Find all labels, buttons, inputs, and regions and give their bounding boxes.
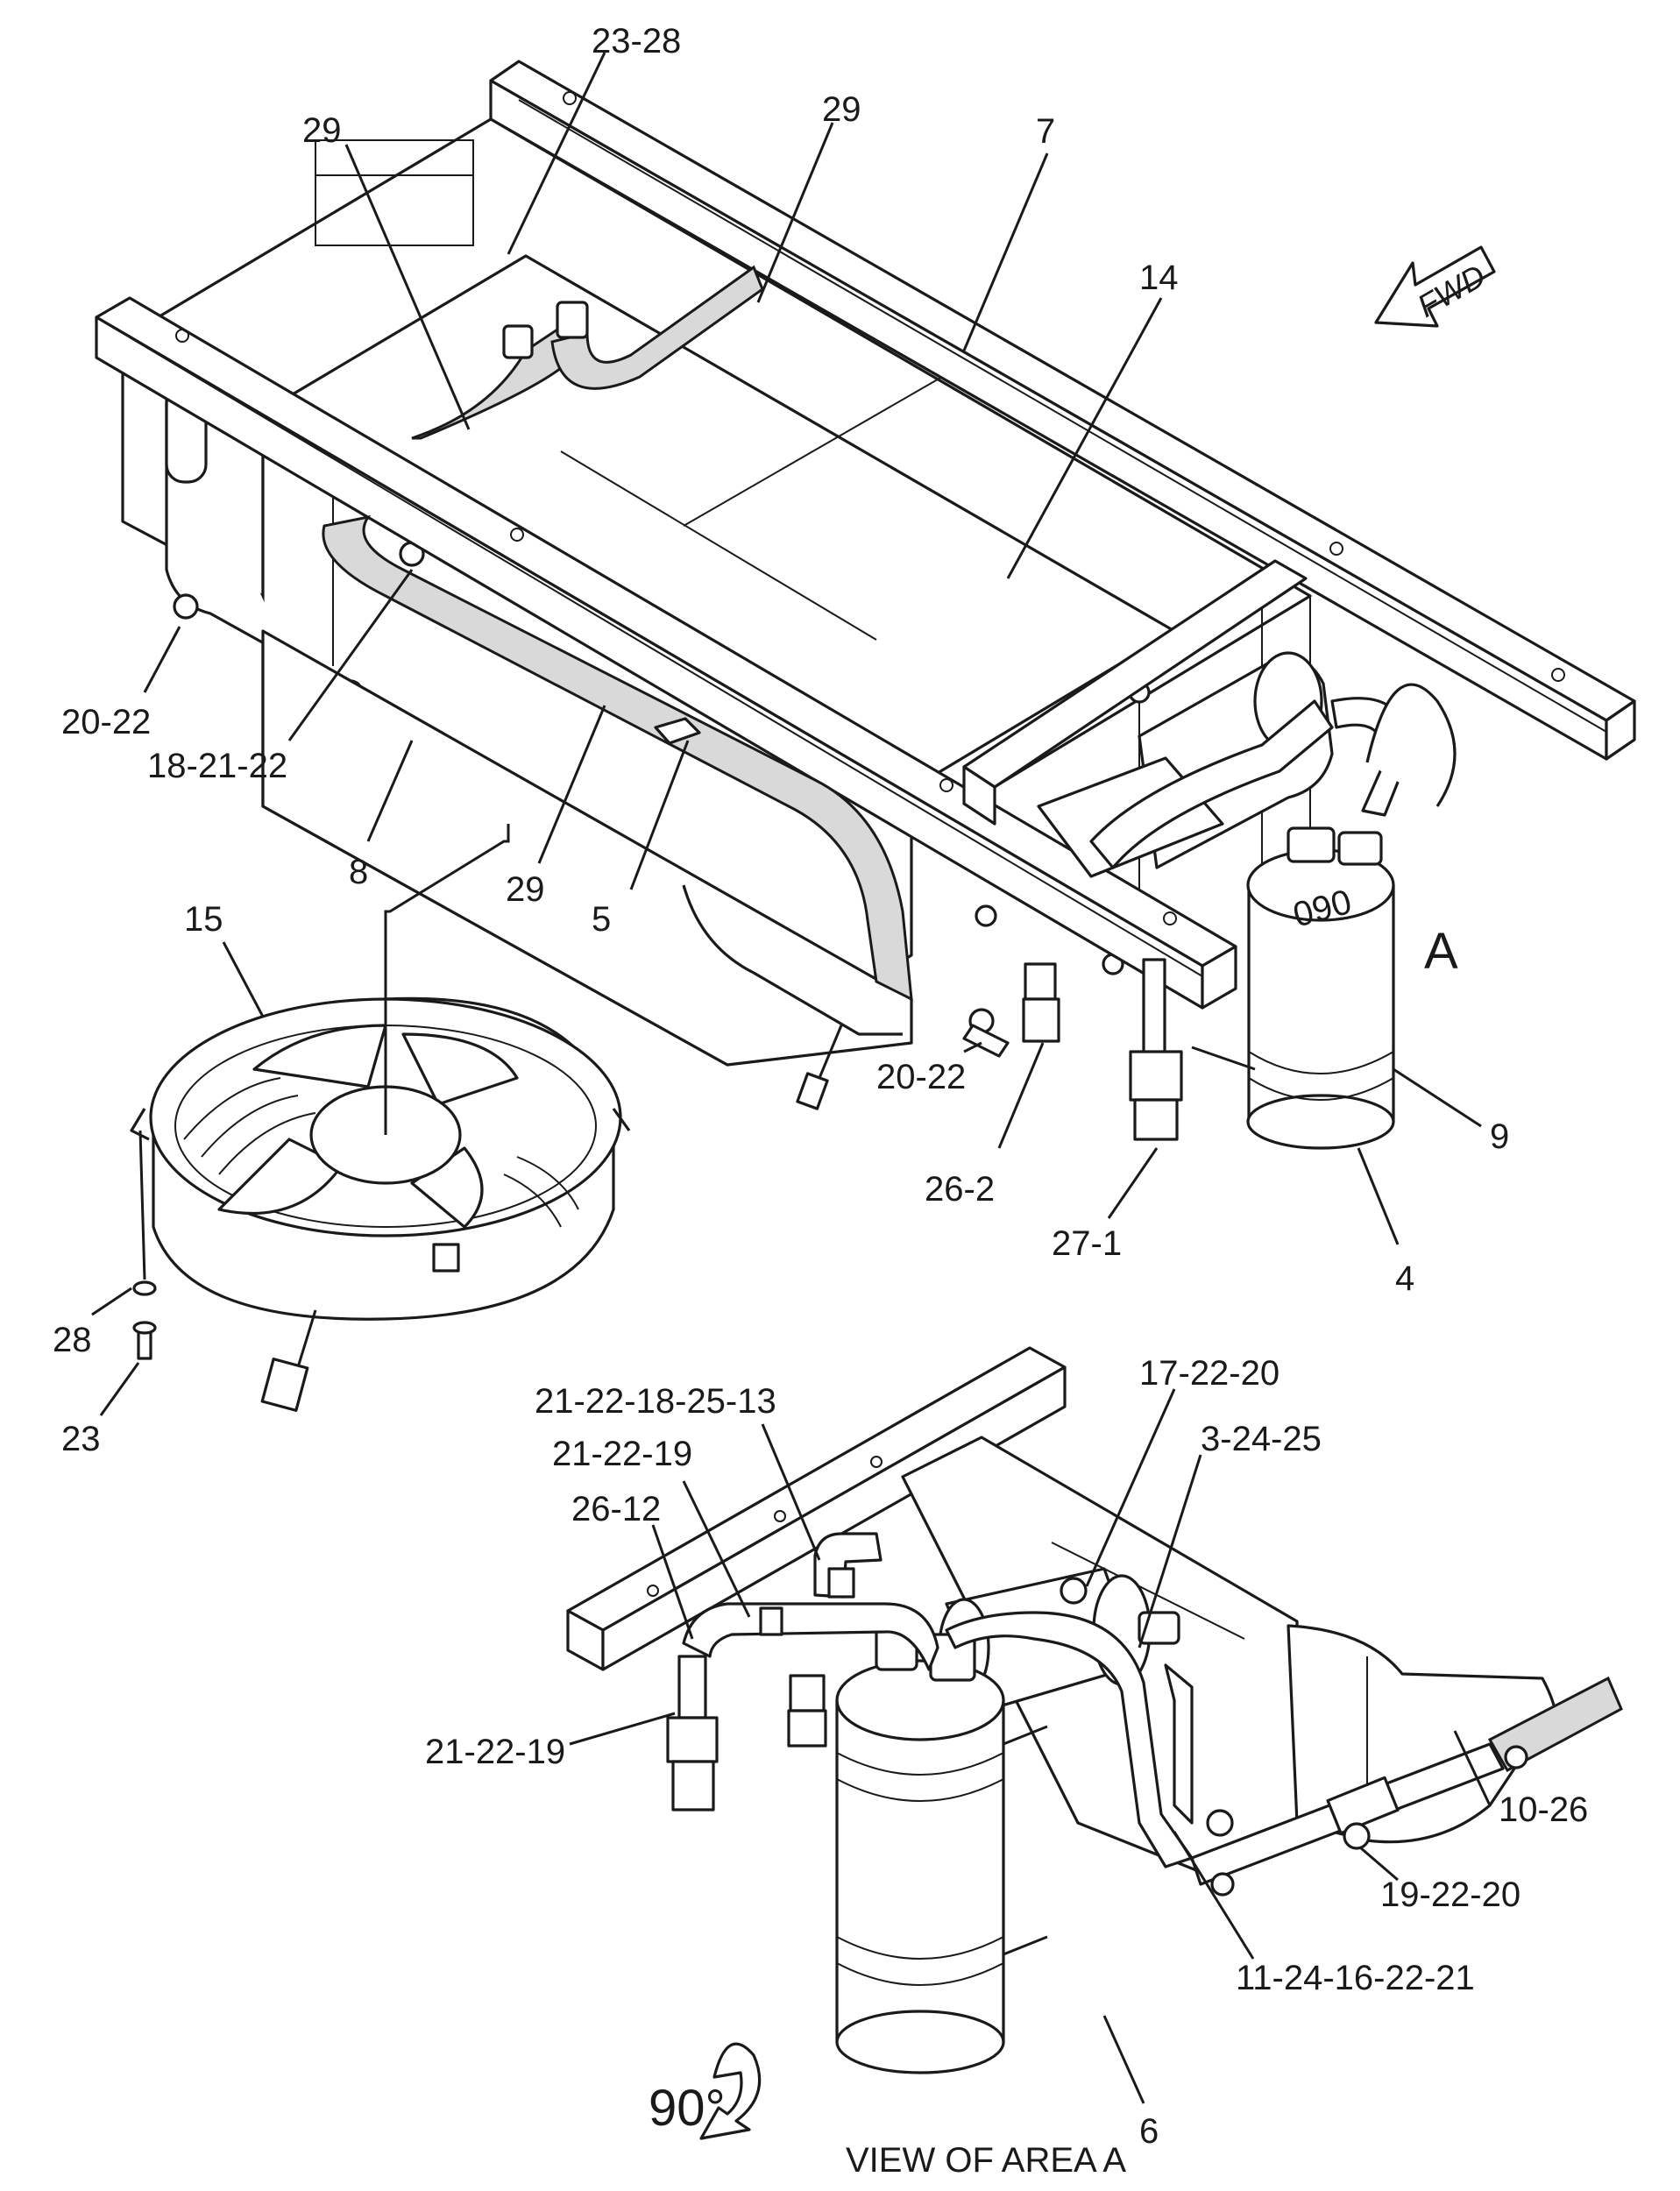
- callout-18-21-22: 18-21-22: [147, 747, 287, 785]
- callout-7: 7: [1036, 112, 1055, 151]
- callout-6: 6: [1139, 2112, 1159, 2151]
- drier-cylinder: 090: [1191, 826, 1395, 1150]
- callout-5: 5: [592, 900, 611, 939]
- explode-line: [384, 824, 510, 1135]
- front-rail: [95, 296, 1308, 1010]
- lower-housing: [261, 629, 913, 1067]
- callout-29-top: 29: [822, 90, 861, 129]
- view-fitting-left: [666, 1567, 855, 1812]
- callout-3-24-25: 3-24-25: [1201, 1420, 1322, 1458]
- housing-tray: [121, 117, 1312, 1067]
- callout-14: 14: [1139, 259, 1179, 297]
- callout-9: 9: [1490, 1117, 1509, 1156]
- upper-assembly: 090: [95, 60, 1636, 1412]
- clamp-5: [654, 717, 701, 745]
- hardware-28-23: [132, 1130, 157, 1360]
- callout-23-28: 23-28: [592, 22, 681, 60]
- callout-28: 28: [53, 1321, 92, 1359]
- leader-lines: [91, 52, 1492, 2104]
- rotation-label: 90°: [649, 2080, 726, 2137]
- harness-connector: [796, 1025, 843, 1110]
- callout-23: 23: [61, 1420, 101, 1458]
- callout-8: 8: [349, 853, 368, 891]
- view-drier: [835, 1624, 1048, 2074]
- callout-26-12: 26-12: [571, 1490, 661, 1528]
- fwd-arrow-icon: FWD: [1374, 245, 1496, 328]
- callout-11-24-16-22-21: 11-24-16-22-21: [1236, 1959, 1475, 1997]
- rotation-arrow-icon: [699, 2042, 762, 2140]
- callout-20-22-mid: 20-22: [876, 1058, 966, 1096]
- callout-29-left: 29: [302, 111, 342, 150]
- callout-20-22-left: 20-22: [61, 703, 151, 741]
- fitting-27-1: [1129, 958, 1183, 1141]
- callout-labels: 23-28 29 29 7 14 20-22 18-21-22 8 29 5 1…: [53, 22, 1588, 2180]
- rear-rail: [489, 60, 1636, 761]
- callout-15: 15: [184, 900, 223, 939]
- view-hose-10: [1190, 1676, 1623, 1886]
- callout-26-2: 26-2: [925, 1170, 995, 1209]
- view-caption: VIEW OF AREA A: [846, 2141, 1126, 2180]
- area-a-marker: A: [1424, 923, 1458, 980]
- receiver-drier-assembly: [1037, 651, 1457, 878]
- callout-29-mid: 29: [506, 870, 545, 909]
- fitting-26-2: [962, 962, 1060, 1058]
- callout-21-22-18-25-13: 21-22-18-25-13: [535, 1382, 776, 1421]
- view-area-a: [566, 1346, 1623, 2140]
- callout-17-22-20: 17-22-20: [1139, 1354, 1279, 1393]
- fan-15: [130, 996, 631, 1412]
- callout-21-22-19-left: 21-22-19: [425, 1733, 565, 1771]
- callout-19-22-20: 19-22-20: [1380, 1875, 1521, 1914]
- callout-21-22-19-top: 21-22-19: [552, 1435, 692, 1473]
- callout-10-26: 10-26: [1499, 1790, 1588, 1829]
- callout-4: 4: [1395, 1259, 1414, 1298]
- callout-27-1: 27-1: [1052, 1224, 1122, 1263]
- insulated-hose-29: [322, 265, 913, 1002]
